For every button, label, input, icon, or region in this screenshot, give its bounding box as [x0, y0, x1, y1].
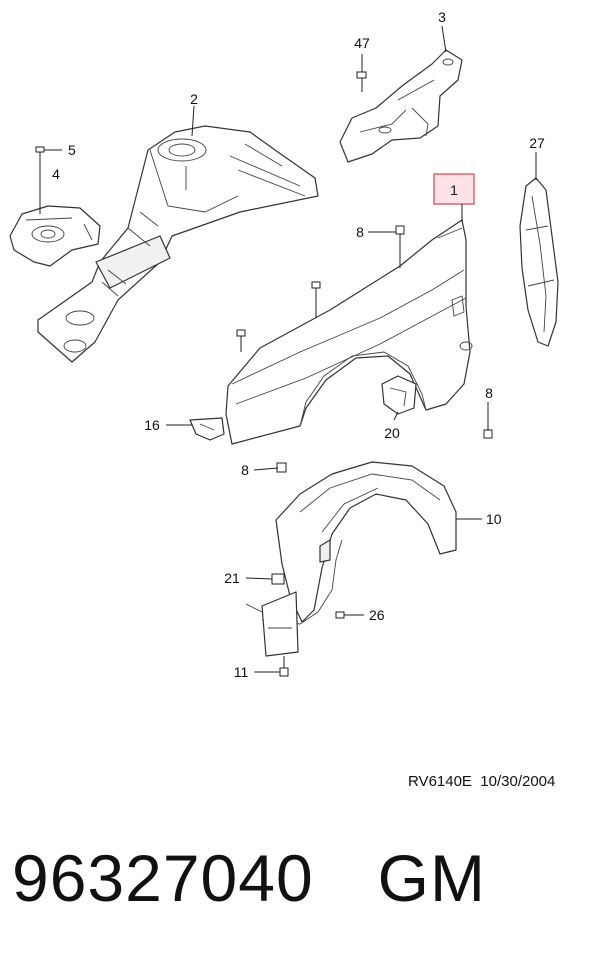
callout-26: 26 — [344, 607, 385, 623]
callout-20: 20 — [384, 411, 400, 441]
callout-21: 21 — [224, 570, 273, 586]
callout-4: 4 — [52, 166, 60, 182]
drawing-code: RV6140E — [408, 773, 472, 790]
svg-text:11: 11 — [234, 664, 249, 680]
part-21-clip — [271, 573, 285, 585]
part-3-bracket — [339, 49, 463, 163]
svg-text:2: 2 — [190, 91, 198, 107]
callout-8-upper: 8 — [356, 224, 396, 240]
callout-16: 16 — [144, 417, 192, 433]
callout-2: 2 — [190, 91, 198, 137]
svg-text:21: 21 — [224, 570, 240, 586]
svg-text:8: 8 — [356, 224, 364, 240]
svg-text:8: 8 — [241, 462, 249, 478]
svg-text:4: 4 — [52, 166, 60, 182]
part-4-bracket — [9, 205, 101, 267]
callout-8-lower-left: 8 — [241, 462, 279, 478]
svg-text:10: 10 — [486, 511, 502, 527]
drawing-reference: RV6140E 10/30/2004 — [408, 773, 555, 790]
svg-text:26: 26 — [369, 607, 385, 623]
part-2-side-rail — [37, 125, 319, 363]
part-number: 96327040 — [12, 841, 314, 915]
svg-text:20: 20 — [384, 425, 400, 441]
fender-bolts — [236, 225, 493, 473]
callout-47: 47 — [354, 35, 370, 72]
callout-10: 10 — [456, 511, 502, 527]
brand-name: GM — [377, 841, 486, 915]
callout-5: 5 — [44, 142, 76, 158]
part-26-screw — [335, 611, 345, 619]
svg-text:27: 27 — [529, 135, 545, 151]
callout-1: 1 — [433, 173, 475, 222]
part-1-front-fender — [225, 219, 473, 445]
part-number-line: 96327040 GM — [12, 838, 486, 918]
svg-text:8: 8 — [485, 385, 493, 401]
callout-8-lower-right: 8 — [485, 385, 493, 430]
part-27-seal — [519, 177, 559, 347]
part-20-bracket — [381, 375, 417, 415]
drawing-date: 10/30/2004 — [480, 773, 556, 790]
callout-3: 3 — [438, 9, 447, 53]
part-47-bolt — [356, 71, 367, 92]
svg-text:1: 1 — [450, 182, 458, 198]
part-5-bolt — [35, 146, 45, 214]
callout-11: 11 — [234, 664, 280, 680]
part-16-bracket — [189, 417, 225, 441]
callout-27: 27 — [529, 135, 545, 180]
part-11-flap — [245, 591, 299, 677]
svg-text:5: 5 — [68, 142, 76, 158]
svg-text:3: 3 — [438, 9, 446, 25]
svg-text:47: 47 — [354, 35, 370, 51]
svg-text:16: 16 — [144, 417, 160, 433]
